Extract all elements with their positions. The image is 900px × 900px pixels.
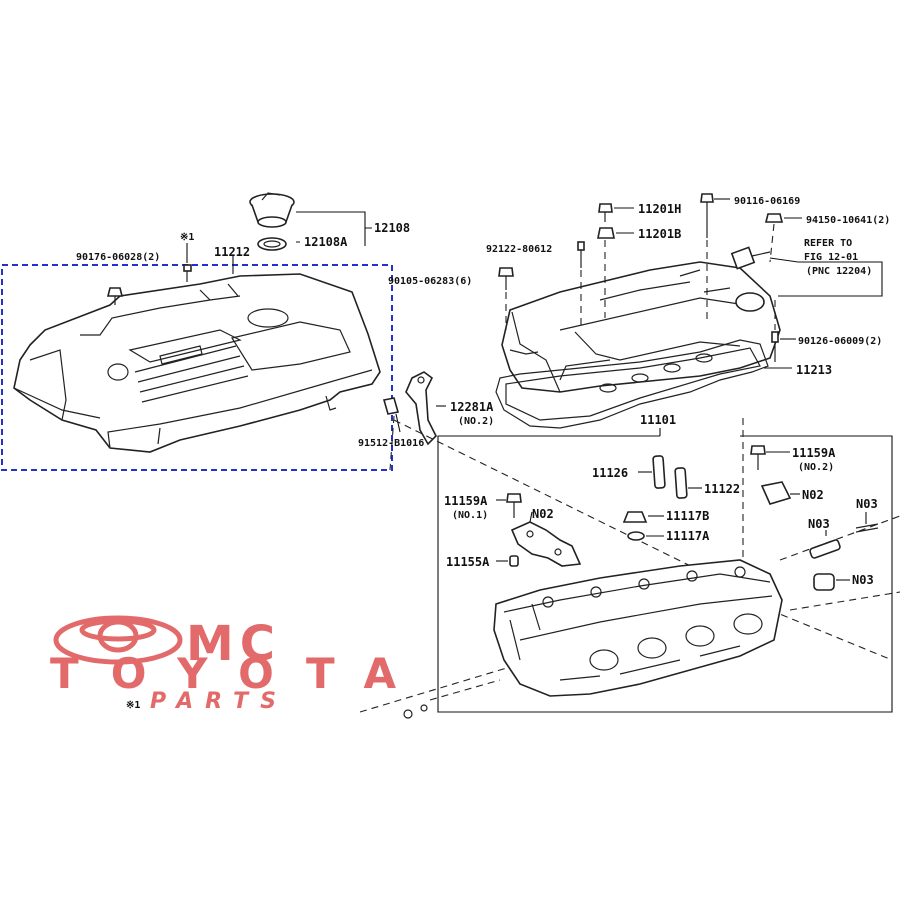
bolt-11159a-no1[interactable] xyxy=(506,493,522,518)
plug-11155a[interactable] xyxy=(509,555,519,567)
label-refer-1: REFER TO xyxy=(804,238,852,249)
label-11201h: 11201H xyxy=(638,202,681,216)
label-11155a: 11155A xyxy=(446,555,490,569)
label-12281a-sub: (NO.2) xyxy=(458,416,494,427)
bolt-90116[interactable] xyxy=(700,193,714,238)
label-n03-b: N03 xyxy=(808,517,830,531)
label-refer-2: FIG 12-01 xyxy=(804,252,858,263)
label-11101: 11101 xyxy=(640,413,676,427)
seal-11117b[interactable] xyxy=(622,511,648,523)
gasket-11117a[interactable] xyxy=(627,531,645,541)
label-11159a-right: 11159A xyxy=(792,446,836,460)
label-11212: 11212 xyxy=(214,245,250,259)
label-11126: 11126 xyxy=(592,466,628,480)
tube-11122[interactable] xyxy=(674,467,688,499)
bolt-90176[interactable] xyxy=(106,287,124,305)
label-94150: 94150-10641(2) xyxy=(806,215,890,226)
sensor-refer-12204[interactable] xyxy=(730,246,771,270)
label-12281a: 12281A xyxy=(450,400,494,414)
watermark-mc: MC xyxy=(186,616,281,672)
label-11201b: 11201B xyxy=(638,227,681,241)
label-90176: 90176-06028(2) xyxy=(76,252,160,263)
label-11213: 11213 xyxy=(796,363,832,377)
gasket-12108a[interactable] xyxy=(257,237,287,251)
tube-11126[interactable] xyxy=(652,455,666,489)
label-mark1-bottom: ※1 xyxy=(126,700,140,711)
label-11117a: 11117A xyxy=(666,529,710,543)
stud-mark1[interactable] xyxy=(183,264,192,282)
label-92122: 92122-80612 xyxy=(486,244,552,255)
bracket-12281a[interactable] xyxy=(405,371,437,446)
shaft-n03-b[interactable] xyxy=(809,539,841,559)
label-11117b: 11117B xyxy=(666,509,709,523)
selection-box[interactable] xyxy=(1,264,393,471)
label-n02-left: N02 xyxy=(532,507,554,521)
label-90116: 90116-06169 xyxy=(734,196,800,207)
bolt-11159a-no2[interactable] xyxy=(750,445,766,470)
bushing-n03-c[interactable] xyxy=(813,573,835,591)
cylinder-head-frame xyxy=(437,435,893,713)
bolt-90105[interactable] xyxy=(498,267,514,290)
label-11159a-left: 11159A xyxy=(444,494,488,508)
label-refer-3: (PNC 12204) xyxy=(806,266,872,277)
oil-filler-cap-12108[interactable] xyxy=(249,192,295,228)
bolt-11201h[interactable] xyxy=(598,203,613,222)
stud-90126[interactable] xyxy=(771,331,779,362)
cylinder-head-cover-11213[interactable] xyxy=(501,261,781,393)
label-11159a-right-sub: (NO.2) xyxy=(798,462,834,473)
bracket-n02-left[interactable] xyxy=(510,521,582,567)
cylinder-head-11101[interactable] xyxy=(493,559,783,697)
cap-n02-right[interactable] xyxy=(760,481,792,505)
cover-gasket-11213[interactable] xyxy=(495,339,769,429)
label-12108: 12108 xyxy=(374,221,410,235)
grommet-11201b[interactable] xyxy=(597,227,615,239)
label-90126: 90126-06009(2) xyxy=(798,336,882,347)
label-n03-a: N03 xyxy=(856,497,878,511)
pin-n03-a[interactable] xyxy=(855,523,879,533)
stud-92122[interactable] xyxy=(577,241,585,268)
label-n03-c: N03 xyxy=(852,573,874,587)
label-12108a: 12108A xyxy=(304,235,348,249)
omc-toyota-watermark: MC TOYOTA PARTS xyxy=(50,615,396,714)
bolt-91512[interactable] xyxy=(382,397,400,415)
label-91512: 91512-B1016 xyxy=(358,438,424,449)
engine-cover-11212[interactable] xyxy=(13,273,381,453)
watermark-parts: PARTS xyxy=(150,689,288,714)
label-mark1: ※1 xyxy=(180,232,194,243)
label-11159a-left-sub: (NO.1) xyxy=(452,510,488,521)
tube-seals xyxy=(599,353,713,393)
label-n02-right: N02 xyxy=(802,488,824,502)
washer-bottom-left-2 xyxy=(420,704,428,712)
label-11122: 11122 xyxy=(704,482,740,496)
washer-bottom-left xyxy=(403,709,413,719)
label-90105: 90105-06283(6) xyxy=(388,276,472,287)
toyota-logo-icon xyxy=(53,615,183,665)
nut-94150[interactable] xyxy=(764,213,784,223)
